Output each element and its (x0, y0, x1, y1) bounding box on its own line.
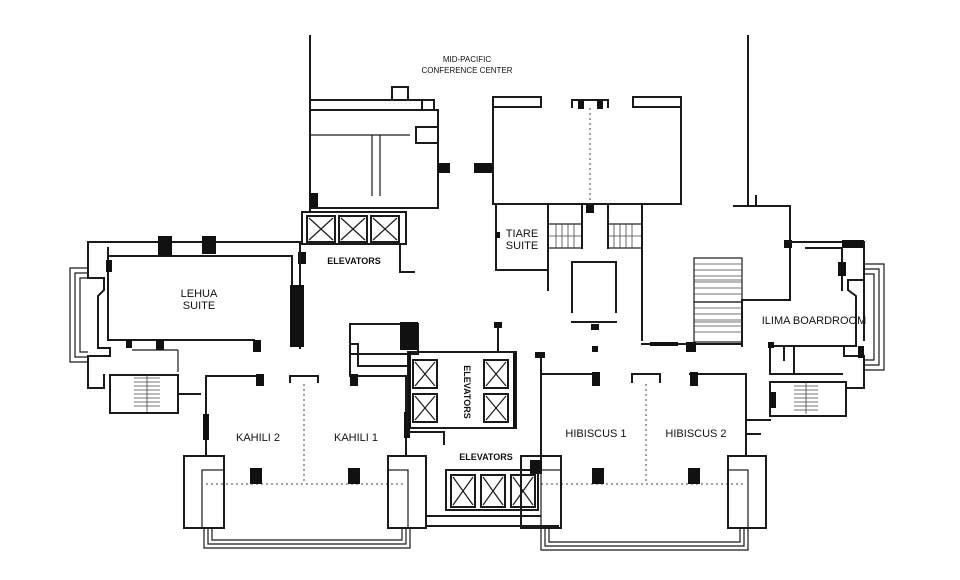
elevators-center-label: ELEVATORS (462, 365, 472, 419)
hibiscus-ballroom (520, 352, 767, 551)
hibiscus-1-label: HIBISCUS 1 (565, 428, 626, 440)
kahili-2-label: KAHILI 2 (236, 432, 280, 444)
mid-pacific-label-line2: CONFERENCE CENTER (421, 66, 512, 75)
tiare-suite-label-line2: SUITE (506, 240, 538, 252)
hibiscus-2-label: HIBISCUS 2 (665, 428, 726, 440)
lehua-suite-label-line2: SUITE (183, 300, 215, 312)
kahili-ballroom (183, 374, 427, 549)
tiare-suite-label-line1: TIARE (506, 228, 538, 240)
ilima-boardroom-label: ILIMA BOARDROOM (762, 315, 867, 327)
elevator-bank-top (298, 211, 415, 273)
ilima-boardroom-block (641, 195, 885, 435)
elevator-bank-bottom (425, 460, 559, 527)
kahili-1-label: KAHILI 1 (334, 432, 378, 444)
elevators-top-label: ELEVATORS (327, 256, 381, 266)
lehua-suite-label-line1: LEHUA (181, 288, 218, 300)
mid-pacific-label-line1: MID-PACIFIC (443, 55, 492, 64)
elevators-bottom-label: ELEVATORS (459, 452, 513, 462)
lehua-suite (69, 236, 304, 414)
elevator-bank-center (349, 322, 517, 445)
tiare-suite-block (474, 96, 682, 352)
conference-center-connector (309, 35, 749, 211)
